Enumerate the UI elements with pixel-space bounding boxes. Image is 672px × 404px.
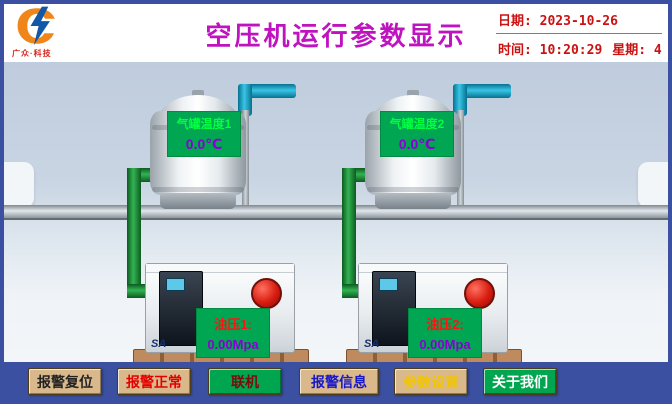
alarm-info-button[interactable]: 报警信息 [299,368,379,395]
date-text: 日期: 2023-10-26 [496,7,662,34]
inlet-pipe-vertical-2 [453,84,467,116]
settings-button[interactable]: 参数设置 [394,368,468,395]
tank1-temperature-label: 气罐温度1 [176,117,232,132]
datetime-panel: 日期: 2023-10-26 时间: 10:20:29 星期: 4 [496,7,662,58]
tank-base [375,193,451,209]
online-button[interactable]: 联机 [208,368,282,395]
tank1-temperature-value: 0.0℃ [185,135,223,152]
alarm-reset-button[interactable]: 报警复位 [28,368,102,395]
toolbar: 报警复位 报警正常 联机 报警信息 参数设置 关于我们 [4,362,668,400]
emergency-stop-icon [251,278,282,309]
emergency-stop-icon [464,278,495,309]
inlet-pipe-vertical-1 [238,84,252,116]
time-text: 时间: 10:20:29 [498,43,603,58]
page-title: 空压机运行参数显示 [205,21,467,51]
tank2-temperature-value: 0.0℃ [398,135,436,152]
compressor-top-panel [146,264,294,273]
tank2-temperature-label: 气罐温度2 [389,117,445,132]
compressor-brand-text: SA [151,338,167,350]
tank-base [160,193,236,209]
weekday-text: 星期: 4 [612,43,662,58]
tank2-temperature-display: 气罐温度2 0.0℃ [380,111,454,157]
tank1-temperature-display: 气罐温度1 0.0℃ [167,111,241,157]
compressor1-oil-pressure-display: 油压1: 0.00Mpa [196,308,270,358]
tank-band [367,187,459,192]
compressor-top-panel [359,264,507,273]
compressor-brand-text: SA [364,338,380,350]
inlet-pipe-horizontal-1 [238,84,296,98]
oil-pressure1-label: 油压1: [214,316,252,332]
brand-logo-icon [17,6,55,46]
oil-pressure2-value: 0.00Mpa [419,337,471,353]
background-equipment-right [638,162,668,208]
plant-scene: SA SA 气罐温度1 0.0℃ 气罐温度2 0.0℃ 油压1: 0.00Mpa [4,62,668,362]
background-equipment-left [4,162,34,208]
panel-screen-icon [379,278,398,291]
oil-pressure1-value: 0.00Mpa [207,337,259,353]
compressor2-oil-pressure-display: 油压2: 0.00Mpa [408,308,482,358]
outlet-pipe-vertical-1 [127,168,141,298]
outlet-pipe-vertical-2 [342,168,356,298]
panel-screen-icon [166,278,185,291]
alarm-normal-button[interactable]: 报警正常 [117,368,191,395]
brand-text: 广众·科技 [12,49,52,58]
oil-pressure2-label: 油压2: [426,316,464,332]
inlet-pipe-horizontal-2 [453,84,511,98]
about-button[interactable]: 关于我们 [483,368,557,395]
tank-band [152,187,244,192]
time-row: 时间: 10:20:29 星期: 4 [496,34,662,58]
main-horizontal-pipe [4,205,668,220]
compressor-control-panel [159,271,203,346]
header: 广众·科技 空压机运行参数显示 日期: 2023-10-26 时间: 10:20… [4,4,668,62]
